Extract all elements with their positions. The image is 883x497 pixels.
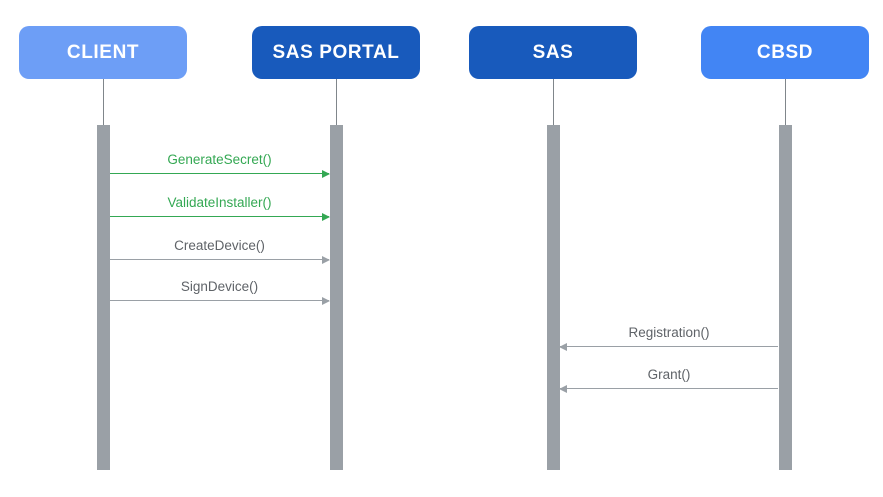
arrow-line [110,258,329,260]
message-sign-device-label: SignDevice() [180,279,259,294]
message-registration: Registration() [559,321,778,351]
actor-cbsd: CBSD [701,26,869,79]
message-validate-installer: ValidateInstaller() [110,191,330,221]
arrowhead-right-icon [322,169,330,178]
arrow-line [110,299,329,301]
arrowhead-right-icon [322,296,330,305]
arrowhead-left-icon [559,342,567,351]
message-grant-label: Grant() [647,367,691,382]
actor-cbsd-label: CBSD [756,41,814,63]
lifeline-client [102,79,104,126]
arrow-line [110,215,329,217]
message-create-device: CreateDevice() [110,234,330,264]
lifeline-sas-portal [335,79,337,126]
arrowhead-left-icon [559,384,567,393]
actor-sas-portal: SAS PORTAL [252,26,420,79]
arrowhead-right-icon [322,212,330,221]
lifeline-sas [553,79,554,126]
activation-bar-client [96,125,110,470]
message-registration-label: Registration() [628,325,710,340]
message-validate-installer-label: ValidateInstaller() [167,195,272,210]
message-sign-device: SignDevice() [110,275,330,305]
arrow-line [110,172,329,174]
message-generate-secret: GenerateSecret() [110,148,330,178]
activation-bar-sas [547,125,560,470]
message-grant: Grant() [559,363,778,393]
arrow-line [560,345,778,347]
activation-bar-sas-portal [329,125,343,470]
message-create-device-label: CreateDevice() [174,238,265,253]
lifeline-cbsd [784,79,786,126]
actor-sas-label: SAS [532,41,574,63]
actor-sas-portal-label: SAS PORTAL [272,41,400,63]
message-generate-secret-label: GenerateSecret() [167,152,272,167]
actor-client: CLIENT [19,26,187,79]
actor-client-label: CLIENT [66,41,140,63]
arrow-line [560,387,778,389]
actor-sas: SAS [469,26,637,79]
activation-bar-cbsd [778,125,792,470]
arrowhead-right-icon [322,255,330,264]
